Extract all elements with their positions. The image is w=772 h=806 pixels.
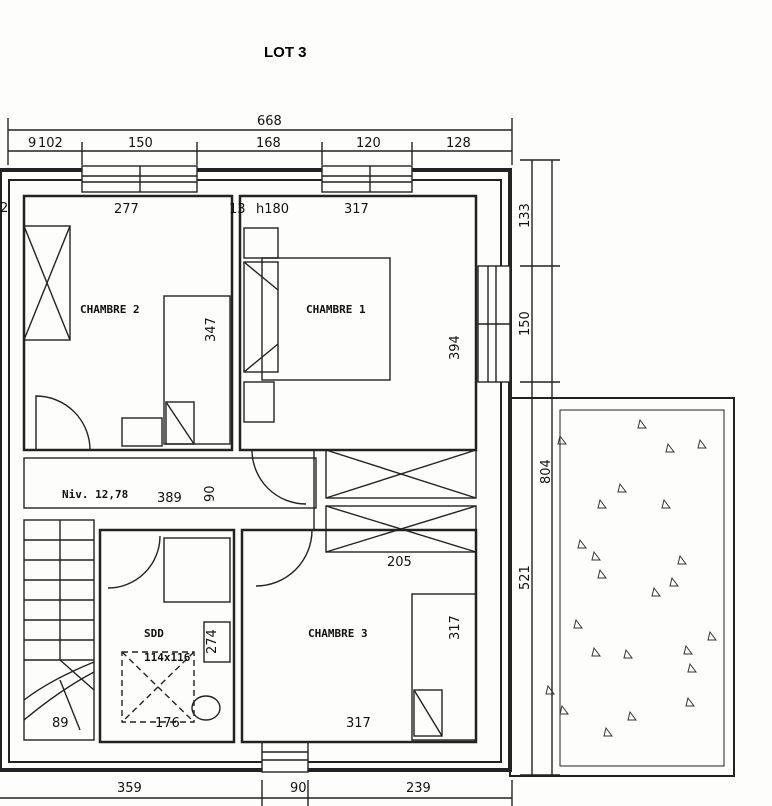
nightstand-chambre1b <box>243 227 279 259</box>
dim-shower: 176 <box>155 716 180 731</box>
dim-wall: 13 <box>229 202 246 217</box>
label-niveau: Niv. 12,78 <box>62 488 128 501</box>
plan-title: LOT 3 <box>264 44 307 61</box>
dim-room1-width: 317 <box>344 202 369 217</box>
label-chambre3: CHAMBRE 3 <box>308 627 368 640</box>
dim-room2-depth: 347 <box>204 317 219 342</box>
dim-corridor-length: 389 <box>157 491 182 506</box>
room-chambre2-walls <box>22 194 234 452</box>
label-chambre1: CHAMBRE 1 <box>306 303 366 316</box>
bed-pillows <box>243 261 279 373</box>
window-bottom <box>261 741 309 773</box>
terrace <box>509 397 735 777</box>
dim-top-b: 102 <box>38 136 63 151</box>
dim-sdd-depth: 274 <box>205 629 220 654</box>
dim-bottom-b: 90 <box>290 781 307 796</box>
nightstand-chambre1 <box>243 381 275 423</box>
dim-bottom-c: 239 <box>406 781 431 796</box>
terrace-inner <box>559 409 725 767</box>
bed-chambre3 <box>411 593 477 741</box>
dim-top-mid: 168 <box>256 136 281 151</box>
dim-room1-depth: 394 <box>448 335 463 360</box>
terrace-gravel <box>545 418 717 737</box>
dim-right-lower: 521 <box>518 565 533 590</box>
shower-sdd <box>121 651 195 723</box>
desk-chambre2 <box>165 401 195 445</box>
dim-top-a: 9 <box>28 136 36 151</box>
sink-sdd <box>203 621 231 663</box>
dim-right-top: 133 <box>518 203 533 228</box>
dim-right-window: 150 <box>518 311 533 336</box>
wardrobe-chambre2 <box>23 225 71 341</box>
desk-chambre3 <box>413 689 443 737</box>
window-chambre1 <box>321 165 413 193</box>
dim-left-edge: 2 <box>0 201 8 216</box>
label-sdd: SDD <box>144 627 164 640</box>
dim-top-e: 128 <box>446 136 471 151</box>
door-chambre2 <box>35 395 91 451</box>
dim-top-c: 150 <box>128 136 153 151</box>
label-shower-size: 114x116 <box>144 651 191 664</box>
corridor-walls <box>23 457 317 509</box>
bed-chambre1 <box>261 257 391 381</box>
door-chambre3 <box>255 529 313 587</box>
inner-wall-line <box>8 179 502 763</box>
bed-chambre2 <box>163 295 231 445</box>
dim-top-d: 120 <box>356 136 381 151</box>
door-sdd <box>107 535 161 589</box>
dim-room3-width: 317 <box>346 716 371 731</box>
dim-room3-depth: 317 <box>448 615 463 640</box>
dim-right-total: 804 <box>539 459 554 484</box>
door-corridor <box>251 449 307 505</box>
dim-bottom-a: 359 <box>117 781 142 796</box>
dim-top-total: 668 <box>257 114 282 129</box>
room-chambre1-walls <box>238 194 478 452</box>
toilet-sdd <box>191 695 221 721</box>
dim-room2-width: 277 <box>114 202 139 217</box>
dim-corridor-width: 90 <box>203 485 218 502</box>
dim-h180: h180 <box>256 202 289 217</box>
label-chambre2: CHAMBRE 2 <box>80 303 140 316</box>
dim-closet: 205 <box>387 555 412 570</box>
staircase <box>23 519 95 741</box>
room-sdd-walls <box>98 528 236 744</box>
dim-stair: 89 <box>52 716 69 731</box>
bathtub-sdd <box>163 537 231 603</box>
nightstand-chambre2 <box>121 417 163 447</box>
closet-upper <box>325 449 477 499</box>
